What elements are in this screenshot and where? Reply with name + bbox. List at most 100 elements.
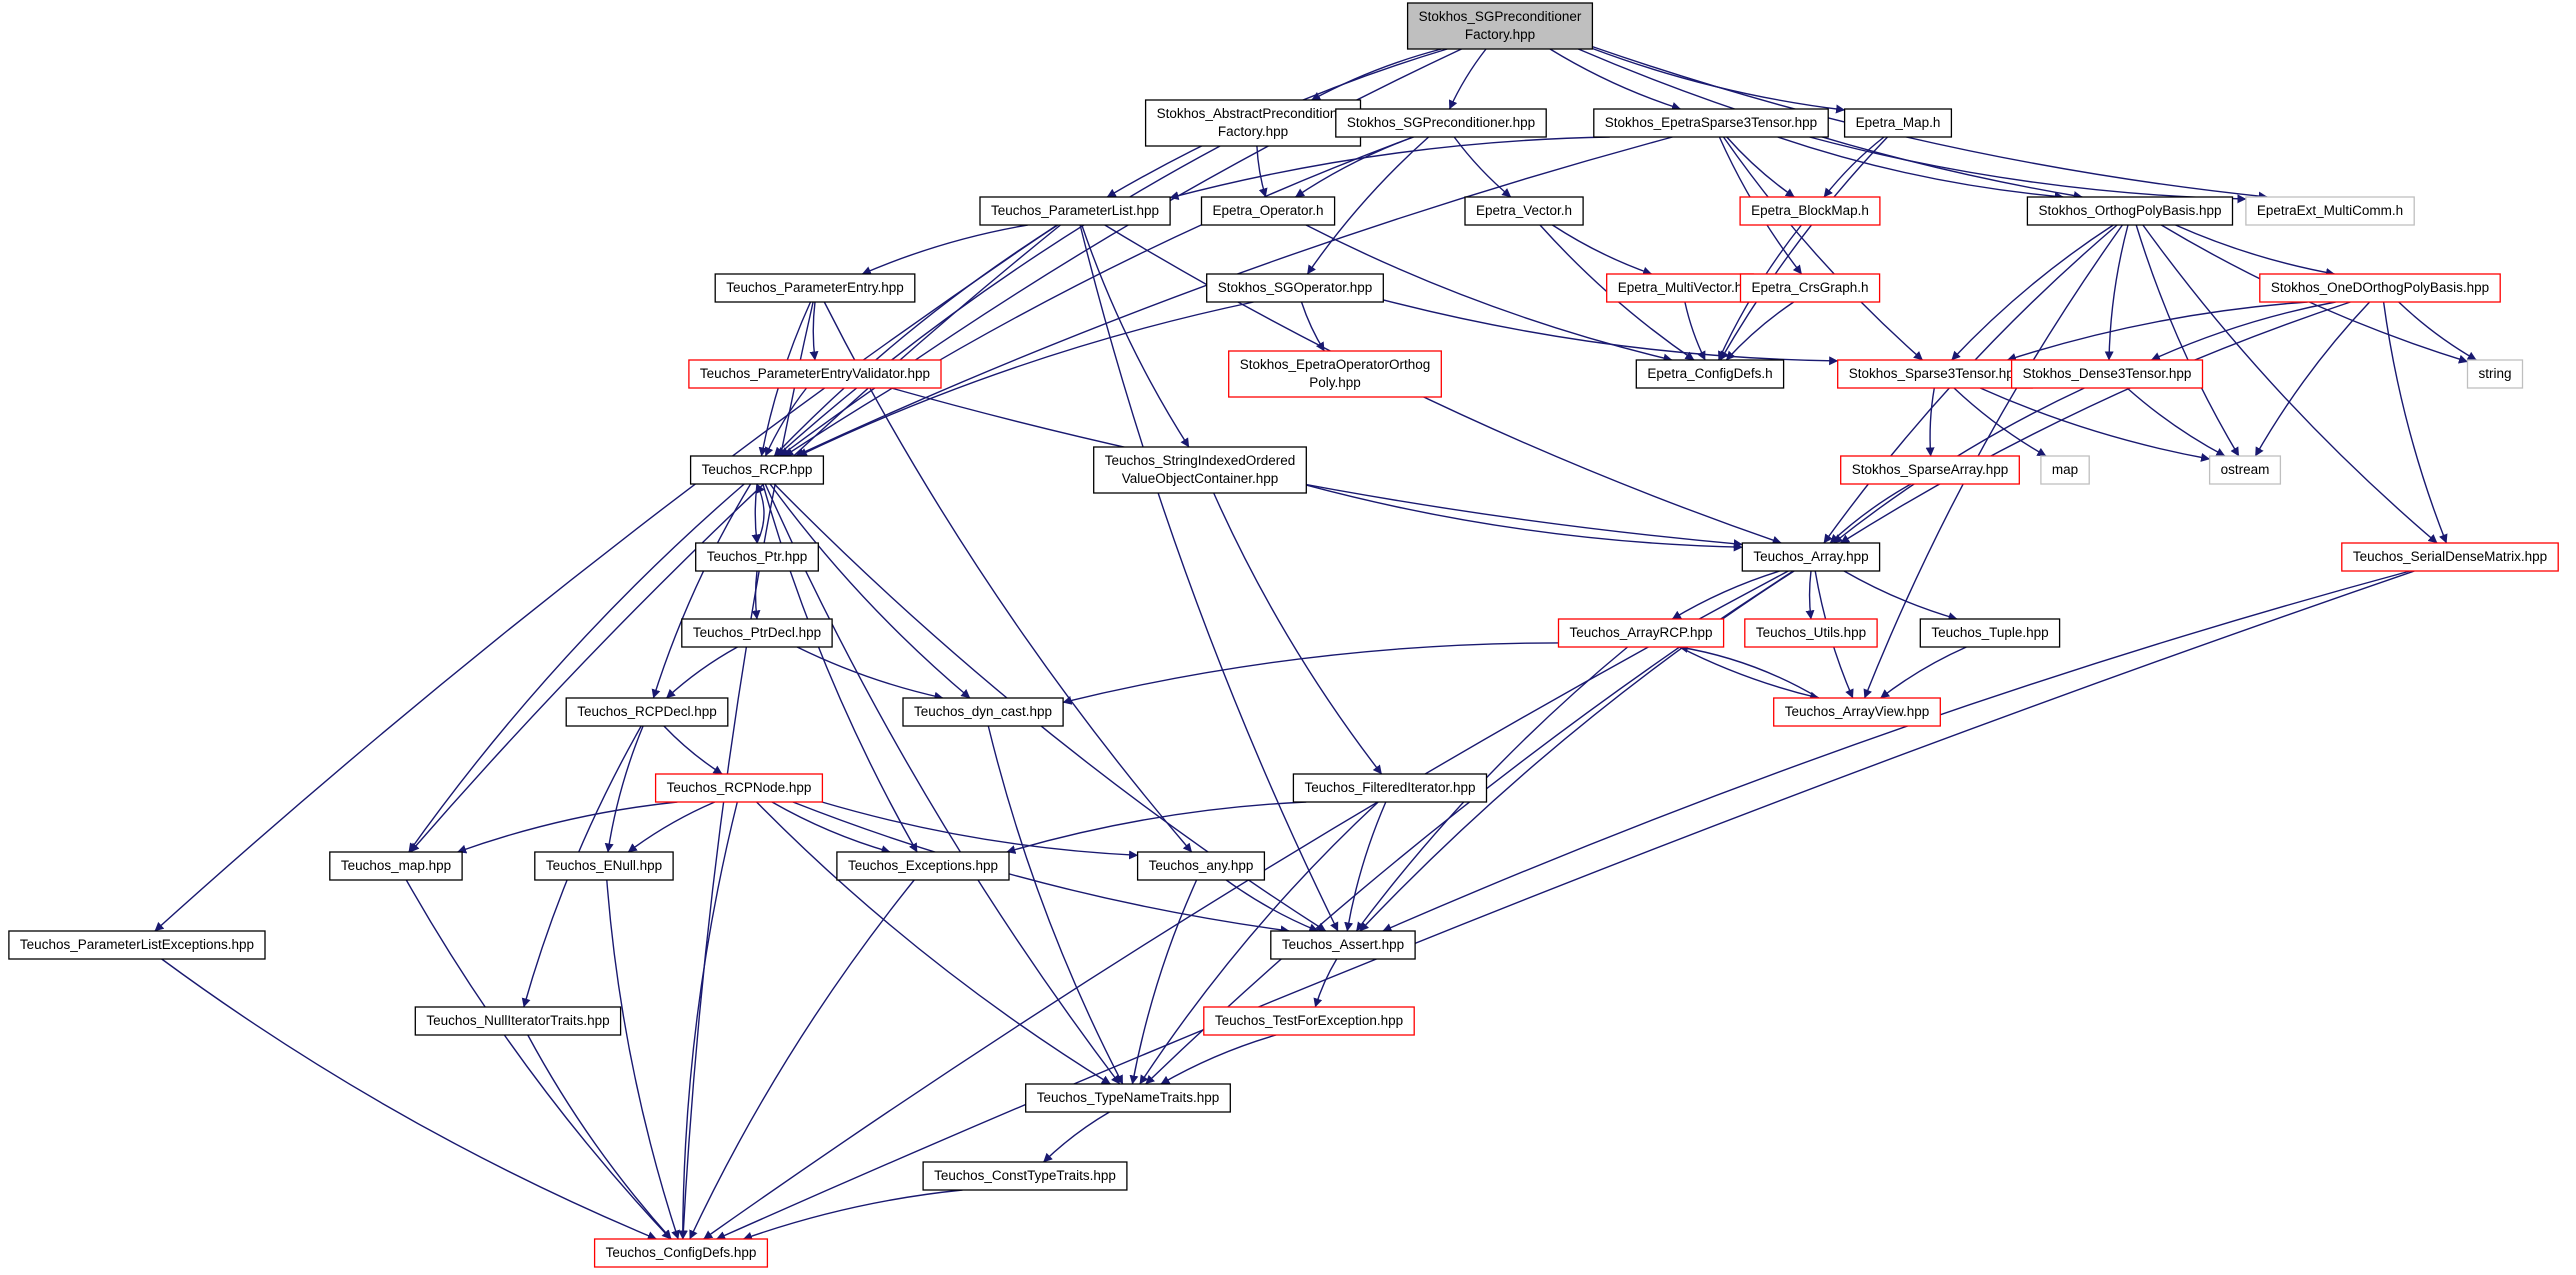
node-opb[interactable]: Stokhos_OrthogPolyBasis.hpp <box>2026 196 2234 226</box>
node-label: Teuchos_NullIteratorTraits.hpp <box>426 1013 609 1028</box>
node-spa[interactable]: Stokhos_SparseArray.hpp <box>1840 455 2020 485</box>
node-label: Teuchos_ParameterEntryValidator.hpp <box>700 366 930 381</box>
node-label: Factory.hpp <box>1465 27 1535 42</box>
node-exc[interactable]: Teuchos_Exceptions.hpp <box>836 851 1010 881</box>
node-label: Stokhos_SGPreconditioner.hpp <box>1347 115 1535 130</box>
edge-es3t-to-plist <box>1169 136 1610 200</box>
node-sdm[interactable]: Teuchos_SerialDenseMatrix.hpp <box>2341 542 2559 572</box>
node-pentry[interactable]: Teuchos_ParameterEntry.hpp <box>714 273 916 303</box>
node-label: Teuchos_dyn_cast.hpp <box>914 704 1052 719</box>
node-rcp[interactable]: Teuchos_RCP.hpp <box>689 455 825 485</box>
edge-sgop-to-eoop <box>1300 301 1325 352</box>
edge-es3t-to-s3t <box>1722 136 1923 361</box>
edge-exc-to-tcd <box>689 879 915 1240</box>
node-ostream[interactable]: ostream <box>2208 455 2282 485</box>
node-nit[interactable]: Teuchos_NullIteratorTraits.hpp <box>414 1006 622 1036</box>
node-label: Epetra_Map.h <box>1856 115 1941 130</box>
node-box <box>654 773 824 803</box>
node-d3t[interactable]: Stokhos_Dense3Tensor.hpp <box>2010 359 2204 389</box>
node-sgop[interactable]: Stokhos_SGOperator.hpp <box>1206 273 1384 303</box>
node-map[interactable]: map <box>2040 455 2090 485</box>
node-ptr[interactable]: Teuchos_Ptr.hpp <box>695 542 819 572</box>
node-utils[interactable]: Teuchos_Utils.hpp <box>1744 618 1878 648</box>
node-asrt[interactable]: Teuchos_Assert.hpp <box>1270 930 1416 960</box>
node-tuple[interactable]: Teuchos_Tuple.hpp <box>1919 618 2061 648</box>
node-emc[interactable]: EpetraExt_MultiComm.h <box>2245 196 2415 226</box>
node-pev[interactable]: Teuchos_ParameterEntryValidator.hpp <box>688 359 942 389</box>
edge-rcpn-to-asrt <box>792 801 1290 935</box>
node-enull[interactable]: Teuchos_ENull.hpp <box>534 851 674 881</box>
node-av[interactable]: Teuchos_ArrayView.hpp <box>1773 697 1941 727</box>
edge-ctt-to-tcd <box>743 1189 963 1241</box>
node-evec[interactable]: Epetra_Vector.h <box>1464 196 1584 226</box>
node-box <box>979 196 1171 226</box>
node-tfe[interactable]: Teuchos_TestForException.hpp <box>1203 1006 1415 1036</box>
node-ebm[interactable]: Epetra_BlockMap.h <box>1739 196 1881 226</box>
node-es3t[interactable]: Stokhos_EpetraSparse3Tensor.hpp <box>1593 108 1829 138</box>
node-arcp[interactable]: Teuchos_ArrayRCP.hpp <box>1557 618 1725 648</box>
node-box <box>1635 359 1785 389</box>
node-s3t[interactable]: Stokhos_Sparse3Tensor.hpp <box>1837 359 2033 389</box>
node-tmap[interactable]: Teuchos_map.hpp <box>329 851 463 881</box>
node-apf[interactable]: Stokhos_AbstractPreconditionerFactory.hp… <box>1144 99 1362 147</box>
node-ctt[interactable]: Teuchos_ConstTypeTraits.hpp <box>922 1161 1128 1191</box>
node-box <box>2026 196 2234 226</box>
node-label: Teuchos_any.hpp <box>1149 858 1254 873</box>
edge-enull-to-tcd <box>606 879 680 1240</box>
node-box <box>689 455 825 485</box>
edges-layer <box>154 45 2477 1241</box>
node-ecd[interactable]: Epetra_ConfigDefs.h <box>1635 359 1785 389</box>
edge-emv-to-ecd <box>1684 301 1706 361</box>
node-rcpn[interactable]: Teuchos_RCPNode.hpp <box>654 773 824 803</box>
node-ple[interactable]: Teuchos_ParameterListExceptions.hpp <box>8 930 266 960</box>
node-plist[interactable]: Teuchos_ParameterList.hpp <box>979 196 1171 226</box>
node-label: Epetra_BlockMap.h <box>1751 203 1869 218</box>
node-label: Teuchos_TypeNameTraits.hpp <box>1037 1090 1220 1105</box>
edge-d3t-to-ostream <box>2126 387 2226 457</box>
node-ptrd[interactable]: Teuchos_PtrDecl.hpp <box>681 618 833 648</box>
node-box <box>1335 108 1547 138</box>
node-dync[interactable]: Teuchos_dyn_cast.hpp <box>902 697 1064 727</box>
node-emap[interactable]: Epetra_Map.h <box>1843 108 1953 138</box>
node-any[interactable]: Teuchos_any.hpp <box>1136 851 1266 881</box>
edge-rcp-to-tnt <box>764 483 1121 1085</box>
node-sio[interactable]: Teuchos_StringIndexedOrderedValueObjectC… <box>1093 446 1307 494</box>
node-emv[interactable]: Epetra_MultiVector.h <box>1606 273 1754 303</box>
node-box <box>1741 542 1881 572</box>
edge-ple-to-tcd <box>161 958 657 1240</box>
node-label: Teuchos_ArrayView.hpp <box>1785 704 1930 719</box>
node-odopb[interactable]: Stokhos_OneDOrthogPolyBasis.hpp <box>2259 273 2501 303</box>
node-tnt[interactable]: Teuchos_TypeNameTraits.hpp <box>1025 1083 1231 1113</box>
node-box <box>1025 1083 1231 1113</box>
edge-odopb-to-ostream <box>2254 301 2371 457</box>
node-box <box>1739 196 1881 226</box>
node-label: Teuchos_Utils.hpp <box>1756 625 1866 640</box>
node-label: Epetra_CrsGraph.h <box>1751 280 1868 295</box>
edge-rcpn-to-tmap <box>457 801 678 854</box>
node-label: map <box>2052 462 2078 477</box>
edge-arr-to-arcp <box>1671 570 1780 620</box>
node-label: Teuchos_Ptr.hpp <box>707 549 808 564</box>
edge-sdm-to-asrt <box>1382 570 2411 932</box>
node-fi[interactable]: Teuchos_FilteredIterator.hpp <box>1292 773 1488 803</box>
node-box <box>2040 455 2090 485</box>
node-tcd[interactable]: Teuchos_ConfigDefs.hpp <box>593 1238 769 1268</box>
node-arr[interactable]: Teuchos_Array.hpp <box>1741 542 1881 572</box>
node-label: Teuchos_RCPNode.hpp <box>667 780 812 795</box>
edge-ecg-to-ecd <box>1725 301 1795 361</box>
node-sgp[interactable]: Stokhos_SGPreconditioner.hpp <box>1335 108 1547 138</box>
node-label: Stokhos_Sparse3Tensor.hpp <box>1849 366 2022 381</box>
node-rcpd[interactable]: Teuchos_RCPDecl.hpp <box>565 697 729 727</box>
edge-rcp-to-tmap <box>408 483 745 853</box>
node-box <box>329 851 463 881</box>
node-label: Stokhos_SGOperator.hpp <box>1218 280 1373 295</box>
node-label: Poly.hpp <box>1309 375 1361 390</box>
node-label: Stokhos_OrthogPolyBasis.hpp <box>2038 203 2221 218</box>
edge-root-to-apf <box>1311 48 1442 101</box>
node-ecg[interactable]: Epetra_CrsGraph.h <box>1739 273 1881 303</box>
node-box <box>2010 359 2204 389</box>
node-eop[interactable]: Epetra_Operator.h <box>1200 196 1336 226</box>
node-str[interactable]: string <box>2466 359 2524 389</box>
